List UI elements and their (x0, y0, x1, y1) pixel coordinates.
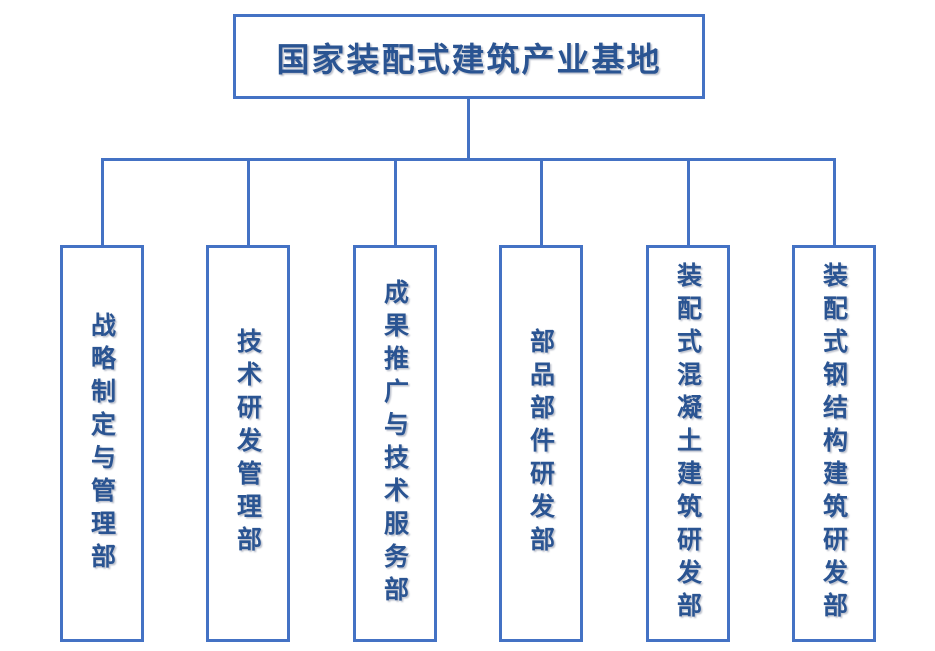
connector-drop-1 (101, 159, 104, 245)
connector-drop-6 (833, 159, 836, 245)
department-box-parts-components: 部品部件研发部 (499, 245, 583, 642)
department-label: 部品部件研发部 (526, 328, 556, 559)
department-box-strategy: 战略制定与管理部 (60, 245, 144, 642)
department-label: 装配式混凝土建筑研发部 (673, 262, 703, 625)
department-label: 技术研发管理部 (233, 328, 263, 559)
connector-horizontal (101, 158, 836, 161)
department-label: 成果推广与技术服务部 (380, 278, 410, 609)
department-box-steel-structure: 装配式钢结构建筑研发部 (792, 245, 876, 642)
root-node: 国家装配式建筑产业基地 (233, 14, 705, 99)
department-label: 装配式钢结构建筑研发部 (819, 262, 849, 625)
connector-drop-3 (394, 159, 397, 245)
department-label: 战略制定与管理部 (87, 311, 117, 576)
connector-drop-4 (540, 159, 543, 245)
department-box-precast-concrete: 装配式混凝土建筑研发部 (646, 245, 730, 642)
connector-drop-2 (247, 159, 250, 245)
connector-drop-5 (687, 159, 690, 245)
root-node-label: 国家装配式建筑产业基地 (276, 39, 662, 79)
department-box-promotion-service: 成果推广与技术服务部 (353, 245, 437, 642)
department-box-tech-rd-management: 技术研发管理部 (206, 245, 290, 642)
connector-root-stub (467, 98, 470, 159)
